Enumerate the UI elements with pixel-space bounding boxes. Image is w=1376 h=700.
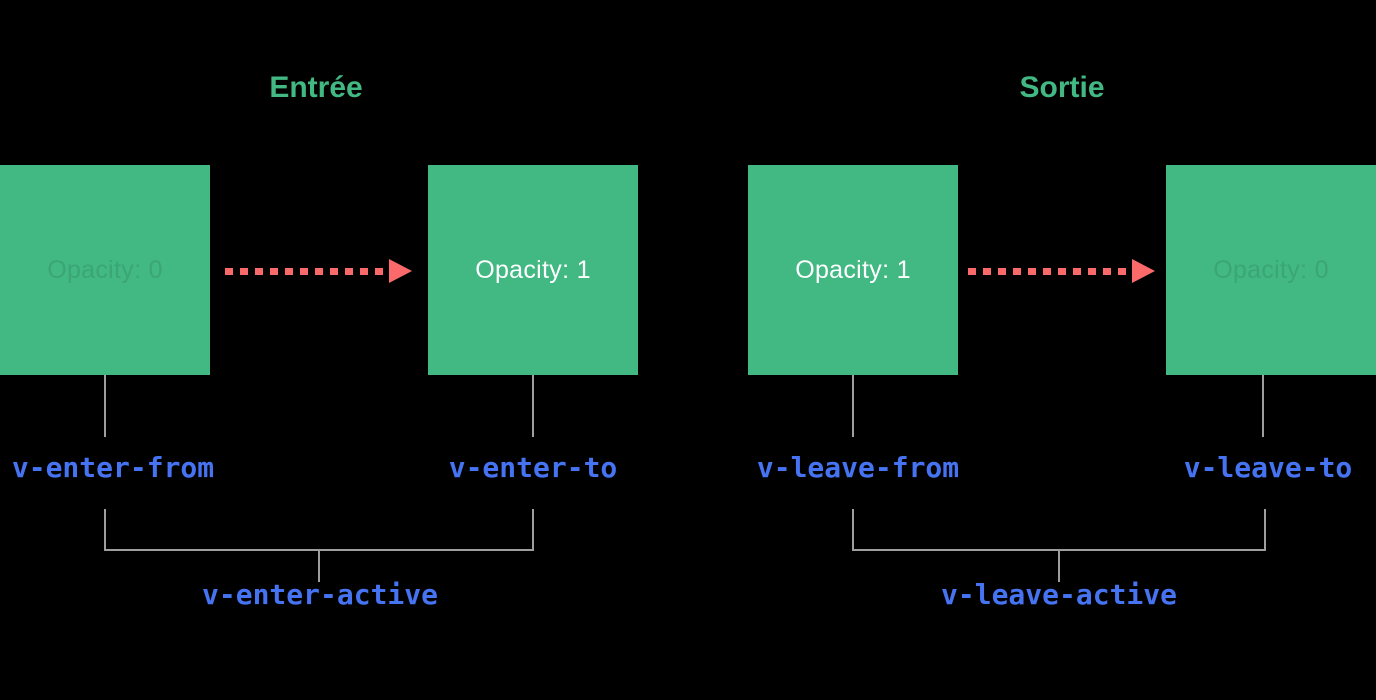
enter-to-box: Opacity: 1 [428, 165, 638, 375]
arrow-dashed-line [225, 268, 390, 275]
leave-to-box: Opacity: 0 [1166, 165, 1376, 375]
leave-active-bracket-stem [1058, 551, 1060, 582]
enter-section-title: Entrée [269, 71, 363, 104]
enter-from-box: Opacity: 0 [0, 165, 210, 375]
enter-from-connector-line [104, 375, 106, 437]
leave-from-box: Opacity: 1 [748, 165, 958, 375]
leave-from-class-label: v-leave-from [756, 451, 960, 484]
enter-active-bracket-stem [318, 551, 320, 582]
leave-active-bracket [852, 509, 1266, 551]
leave-section-title: Sortie [1019, 71, 1105, 104]
enter-to-class-label: v-enter-to [448, 451, 618, 484]
arrow-head-icon [1132, 259, 1155, 283]
leave-active-class-label: v-leave-active [940, 578, 1178, 611]
leave-to-box-text: Opacity: 0 [1213, 255, 1329, 284]
leave-from-box-text: Opacity: 1 [795, 255, 911, 284]
leave-to-connector-line [1262, 375, 1264, 437]
enter-to-box-text: Opacity: 1 [475, 255, 591, 284]
arrow-head-icon [389, 259, 412, 283]
enter-active-class-label: v-enter-active [201, 578, 439, 611]
enter-from-box-text: Opacity: 0 [47, 255, 163, 284]
leave-transition-arrow [968, 259, 1155, 283]
arrow-dashed-line [968, 268, 1133, 275]
enter-transition-arrow [225, 259, 412, 283]
leave-to-class-label: v-leave-to [1183, 451, 1353, 484]
enter-from-class-label: v-enter-from [11, 451, 215, 484]
enter-to-connector-line [532, 375, 534, 437]
leave-from-connector-line [852, 375, 854, 437]
enter-active-bracket [104, 509, 534, 551]
